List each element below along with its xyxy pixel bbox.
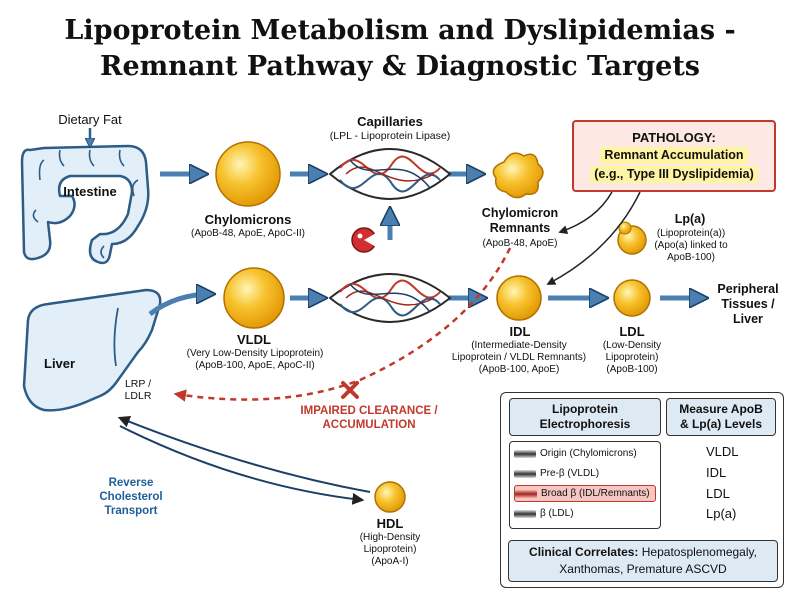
- pathology-arrow-remnants: [558, 191, 613, 234]
- liver-illustration: [22, 288, 162, 412]
- vldl-particle: [223, 267, 285, 329]
- ldl-sub: (Low-Density Lipoprotein) (ApoB-100): [602, 340, 662, 375]
- dietary-fat-label: Dietary Fat: [58, 112, 122, 127]
- hdl-label: HDL: [376, 516, 404, 531]
- pathology-arrow-idl: [546, 191, 641, 285]
- chylomicrons-label: Chylomicrons: [204, 212, 292, 227]
- band-broad-beta-swatch: [515, 489, 537, 498]
- band-pre-beta: Pre-β (VLDL): [514, 465, 656, 482]
- intestine-label: Intestine: [63, 184, 117, 199]
- title-line-2: Remnant Pathway & Diagnostic Targets: [100, 51, 700, 82]
- target-ldl: LDL: [706, 486, 730, 501]
- lpa-sub: (Lipoprotein(a)) (Apo(a) linked to ApoB-…: [654, 228, 728, 263]
- capillary-network-bottom: [328, 273, 452, 323]
- electrophoresis-header: Lipoprotein Electrophoresis: [509, 398, 661, 436]
- band-origin: Origin (Chylomicrons): [514, 445, 656, 462]
- hdl-particle: [374, 481, 406, 513]
- blocked-x-icon: [341, 381, 359, 399]
- chylomicrons-sub: (ApoB-48, ApoE, ApoC-II): [191, 228, 305, 239]
- electrophoresis-gel: Origin (Chylomicrons) Pre-β (VLDL) Broad…: [509, 441, 661, 529]
- band-broad-beta: Broad β (IDL/Remnants): [514, 485, 656, 502]
- pathology-line-2: (e.g., Type III Dyslipidemia): [590, 166, 758, 183]
- pathology-title: PATHOLOGY:: [632, 130, 716, 145]
- target-vldl: VLDL: [706, 444, 739, 459]
- title-line-1: Lipoprotein Metabolism and Dyslipidemias…: [64, 15, 736, 46]
- impaired-clearance-label: IMPAIRED CLEARANCE / ACCUMULATION: [300, 405, 438, 431]
- vldl-sub: (Very Low-Density Lipoprotein) (ApoB-100…: [186, 348, 324, 371]
- clinical-text-1: Hepatosplenomegaly,: [641, 545, 757, 559]
- intestine-illustration: [20, 144, 150, 265]
- band-beta-swatch: [514, 509, 536, 518]
- target-idl: IDL: [706, 465, 727, 480]
- chylomicron-remnants-sub: (ApoB-48, ApoE): [482, 238, 558, 249]
- lpa-particle: [617, 221, 647, 255]
- ldl-particle: [613, 279, 651, 317]
- capillaries-label: Capillaries: [357, 114, 423, 129]
- vldl-label: VLDL: [237, 332, 271, 347]
- chylomicron-remnant-particle: [492, 152, 544, 199]
- peripheral-tissues-label: Peripheral Tissues / Liver: [717, 282, 779, 326]
- clinical-correlates-box: Clinical Correlates: Hepatosplenomegaly,…: [508, 540, 778, 582]
- idl-particle: [496, 275, 542, 321]
- band-beta: β (LDL): [514, 505, 656, 522]
- pathology-line-1: Remnant Accumulation: [600, 147, 748, 164]
- liver-receptor-label: LRP / LDLR: [124, 378, 152, 402]
- hdl-sub: (High-Density Lipoprotein) (ApoA-I): [359, 532, 421, 567]
- pathology-box: PATHOLOGY: Remnant Accumulation (e.g., T…: [572, 120, 776, 192]
- chylomicron-remnants-label: Chylomicron Remnants: [481, 206, 559, 235]
- lpa-label: Lp(a): [674, 212, 706, 226]
- idl-sub: (Intermediate-Density Lipoprotein / VLDL…: [451, 340, 587, 375]
- reverse-transport-arrows: [117, 415, 371, 505]
- ldl-label: LDL: [619, 324, 645, 339]
- band-pre-beta-swatch: [514, 469, 536, 478]
- target-lpa: Lp(a): [706, 506, 737, 521]
- lpl-enzyme-icon: [351, 227, 378, 253]
- capillaries-sub: (LPL - Lipoprotein Lipase): [329, 130, 451, 142]
- liver-label: Liver: [44, 356, 76, 371]
- idl-label: IDL: [509, 324, 531, 339]
- clinical-text-2: Xanthomas, Premature ASCVD: [559, 562, 727, 576]
- measure-header: Measure ApoB & Lp(a) Levels: [666, 398, 776, 436]
- reverse-transport-label: Reverse Cholesterol Transport: [99, 477, 163, 517]
- clinical-label: Clinical Correlates:: [529, 545, 639, 559]
- chylomicron-particle: [215, 141, 281, 207]
- capillary-network-top: [328, 148, 452, 200]
- impaired-clearance-arrow: [173, 247, 512, 402]
- band-origin-swatch: [514, 449, 536, 458]
